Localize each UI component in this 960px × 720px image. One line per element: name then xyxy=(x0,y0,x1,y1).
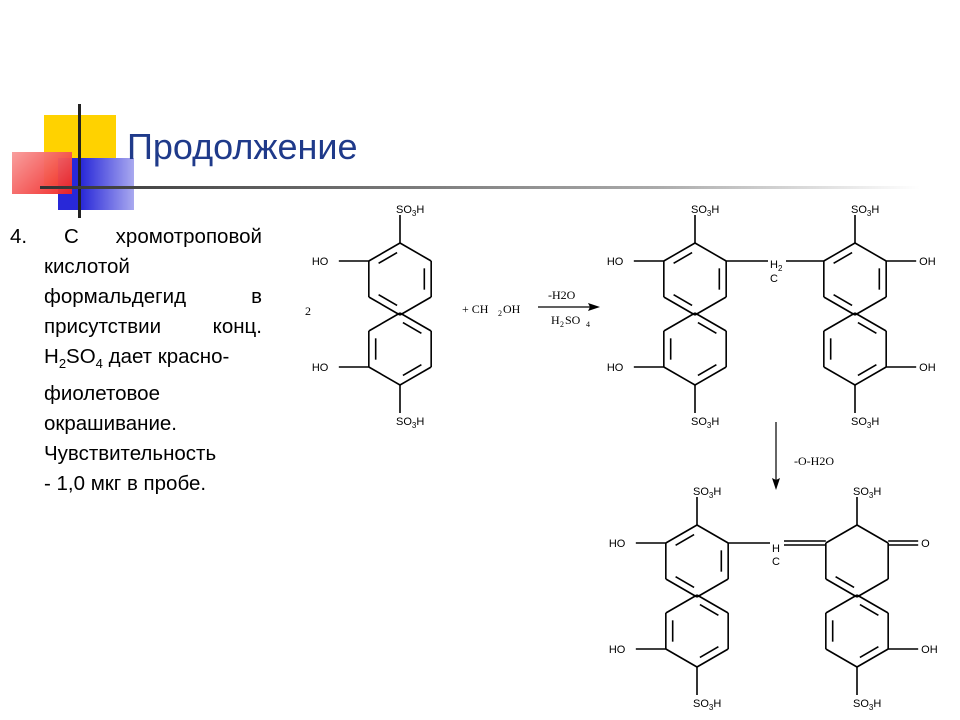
body-line-8: Чувствительность xyxy=(44,442,217,466)
body-line-7: окрашивание. xyxy=(44,412,177,436)
body-text: 4. С хромотроповой кислотой формальдегид… xyxy=(10,222,262,499)
reagent-oh: OH xyxy=(503,302,521,316)
mol1-ho-top: HO xyxy=(312,256,329,268)
mol2-right-so3h-top: SO3H xyxy=(851,204,879,218)
arrow-1-bottom-4: 4 xyxy=(586,320,590,329)
mol1-ho-bottom: HO xyxy=(312,362,329,374)
h2so4-so: SO xyxy=(66,345,96,368)
scheme-labels: SO3HSO3HHOHOSO3HSO3HHOHOSO3HSO3HOHOHSO3H… xyxy=(312,204,938,712)
body-line-9: - 1,0 мкг в пробе. xyxy=(44,472,207,496)
mol3-left-so3h-bottom: SO3H xyxy=(693,698,721,712)
mol3-right-so3h-bottom: SO3H xyxy=(853,698,881,712)
coefficient-2: 2 xyxy=(305,304,311,318)
mol3-right-oh: OH xyxy=(921,644,938,656)
word-formaldehyde: формальдегид xyxy=(44,285,187,308)
word-conc: конц. xyxy=(212,315,262,338)
word-chromotropic: хромотроповой xyxy=(115,225,262,248)
reagent-plus-ch: + CH xyxy=(462,302,489,316)
arrow-2-label: -O-H2O xyxy=(794,454,834,468)
mol1-so3h-top: SO3H xyxy=(396,204,424,218)
body-line-5-rest: дает красно- xyxy=(102,345,230,368)
mol3-right-so3h-top: SO3H xyxy=(853,486,881,500)
mol2-right-so3h-bottom: SO3H xyxy=(851,416,879,430)
arrow-1-bottom-so: SO xyxy=(565,313,581,327)
slide-title: Продолжение xyxy=(127,126,358,167)
mol2-right-oh-bottom: OH xyxy=(919,362,936,374)
arrow-1-top-label: -H2O xyxy=(548,288,576,302)
mol3-right-o: O xyxy=(921,538,930,550)
bridge2-h: H xyxy=(772,543,780,555)
decor-vertical-line xyxy=(78,104,81,218)
mol3-left-so3h-top: SO3H xyxy=(693,486,721,500)
mol2-right-oh-top: OH xyxy=(919,256,936,268)
body-line-4: присутствии конц. xyxy=(10,312,262,342)
title-underline xyxy=(40,186,920,189)
h2so4-sub-2: 2 xyxy=(58,356,67,372)
item-number: 4. xyxy=(10,225,28,248)
body-line-1: 4. С хромотроповой xyxy=(10,222,262,252)
mol2-left-ho-bottom: HO xyxy=(607,362,624,374)
mol3-left-ho-bottom: HO xyxy=(609,644,626,656)
word-v: в xyxy=(251,285,262,308)
body-line-5: H2SO4 дает красно- xyxy=(10,342,262,379)
bridge2-c: C xyxy=(772,556,780,568)
mol2-left-ho-top: HO xyxy=(607,256,624,268)
body-line-2: кислотой xyxy=(44,255,130,278)
h2so4-h: H xyxy=(44,345,59,368)
bridge-h2-sub: 2 xyxy=(778,264,783,273)
word-presence: присутствии xyxy=(44,315,162,338)
scheme-bonds xyxy=(338,215,919,695)
arrow-1-bottom-h: H xyxy=(551,313,560,327)
bridge-h: H xyxy=(770,259,778,271)
reaction-arrow-1-head xyxy=(588,303,600,311)
bridge-c: C xyxy=(770,273,778,285)
reagent-sub-2: 2 xyxy=(498,309,502,318)
mol2-left-so3h-top: SO3H xyxy=(691,204,719,218)
word-s: С xyxy=(63,225,79,248)
h2so4-sub-4: 4 xyxy=(95,356,103,372)
mol2-left-so3h-bottom: SO3H xyxy=(691,416,719,430)
arrow-1-bottom-2: 2 xyxy=(560,320,564,329)
mol1-so3h-bottom: SO3H xyxy=(396,416,424,430)
body-line-3: формальдегид в xyxy=(10,282,262,312)
body-line-6: фиолетовое xyxy=(44,382,160,406)
reaction-arrow-2-head xyxy=(772,478,780,490)
mol3-left-ho-top: HO xyxy=(609,538,626,550)
